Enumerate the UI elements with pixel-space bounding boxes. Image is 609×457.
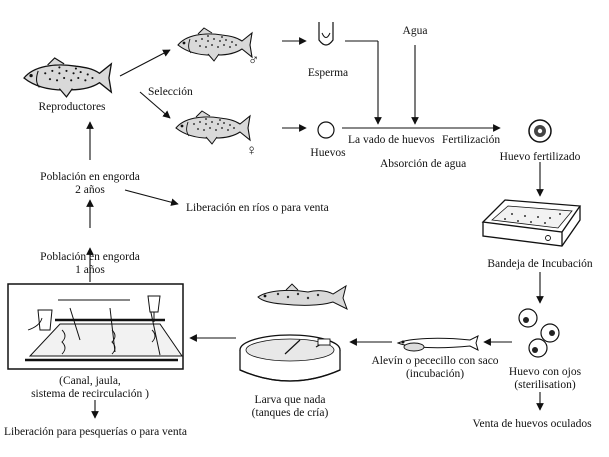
- flow-arrows: [86, 37, 544, 419]
- female-fish-icon: [175, 110, 251, 145]
- incubation-tray-icon: [481, 199, 582, 247]
- label-larva-2: (tanques de cría): [251, 407, 329, 419]
- label-liberacion-rios: Liberación en ríos o para venta: [186, 202, 329, 214]
- female-symbol: ♀: [246, 143, 258, 159]
- label-huevo-con-ojos-2: (sterilisation): [514, 379, 576, 391]
- arrow-pop2-to-river: [124, 189, 179, 206]
- eyed-eggs-icon: [518, 308, 560, 358]
- label-fertilizacion: Fertilización: [442, 134, 501, 146]
- alevin-icon: [396, 335, 479, 352]
- rearing-tank-icon: [239, 334, 341, 382]
- label-alevin-1: Alevín o pececillo con saco: [371, 355, 499, 367]
- label-bandeja-incubacion: Bandeja de Incubación: [487, 258, 593, 270]
- label-larva-1: Larva que nada: [254, 394, 326, 406]
- label-alevin-2: (incubación): [405, 368, 465, 380]
- label-canal-1: (Canal, jaula,: [59, 375, 121, 387]
- label-venta-huevos-oculados: Venta de huevos oculados: [472, 418, 592, 430]
- egg-icon: [317, 121, 335, 139]
- broodstock-fish-icon: [23, 57, 112, 98]
- raceway-system-icon: [7, 283, 184, 370]
- label-canal-2: sistema de recirculación ): [31, 388, 149, 400]
- label-huevo-con-ojos-1: Huevo con ojos: [508, 366, 582, 378]
- larva-fish-icon: [257, 283, 348, 311]
- label-huevos: Huevos: [310, 147, 346, 159]
- label-poblacion-2-line1: Población en engorda: [40, 171, 140, 183]
- arrow-brood-to-female: [139, 91, 171, 119]
- label-poblacion-2-line2: 2 años: [75, 184, 105, 196]
- label-esperma: Esperma: [307, 67, 349, 79]
- label-seleccion: Selección: [148, 86, 193, 98]
- label-huevo-fertilizado: Huevo fertilizado: [499, 151, 581, 163]
- label-liberacion-pesquerias: Liberación para pesquerías o para venta: [4, 426, 187, 438]
- label-poblacion-1-line1: Población en engorda: [40, 251, 140, 263]
- label-lavado-huevos: La vado de huevos: [348, 134, 435, 146]
- arrow-brood-to-male: [119, 49, 171, 77]
- male-symbol: ♂: [248, 53, 260, 69]
- male-fish-icon: [177, 27, 253, 62]
- fertilized-egg-icon: [528, 119, 552, 143]
- label-agua: Agua: [402, 25, 428, 37]
- label-poblacion-1-line2: 1 años: [75, 264, 105, 276]
- label-absorcion-agua: Absorción de agua: [380, 158, 467, 170]
- sperm-tube-icon: [318, 22, 334, 46]
- label-reproductores: Reproductores: [38, 101, 106, 113]
